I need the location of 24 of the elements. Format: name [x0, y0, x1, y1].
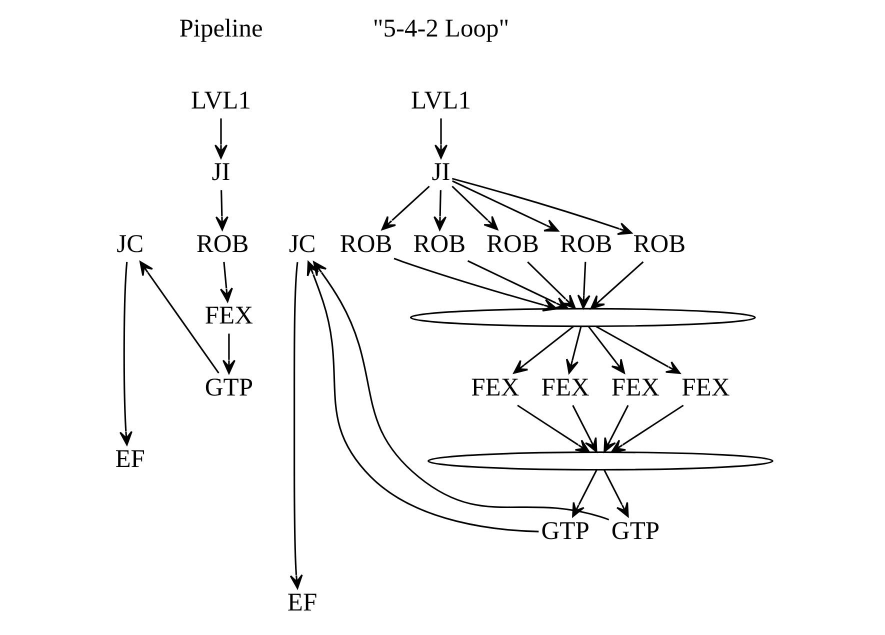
node-text: ROB: [412, 228, 466, 258]
node-text: FEX: [610, 372, 660, 402]
node-text: FEX: [470, 372, 519, 402]
node-text: JI: [431, 157, 450, 186]
label: "5-4-2 Loop": [372, 14, 509, 43]
node-text: JI: [211, 157, 230, 186]
node-text: JC: [116, 228, 144, 258]
node-text: LVL1: [190, 85, 250, 114]
node-text: ROB: [632, 228, 686, 258]
node-text: GTP: [610, 516, 660, 545]
node-text: ROB: [339, 228, 392, 258]
label: Pipeline: [178, 14, 262, 43]
node-text: LVL1: [410, 85, 470, 114]
node-text: ROB: [486, 228, 538, 258]
node-text: FEX: [681, 372, 730, 402]
node-text: EF: [114, 444, 144, 474]
node-text: JC: [288, 228, 316, 258]
node-text: ROB: [196, 228, 248, 258]
node-text: GTP: [204, 372, 253, 402]
node-text: FEX: [540, 372, 589, 402]
node-text: FEX: [204, 300, 253, 330]
node-text: GTP: [540, 516, 589, 545]
node-text: EF: [286, 588, 317, 617]
node-text: ROB: [559, 228, 612, 258]
